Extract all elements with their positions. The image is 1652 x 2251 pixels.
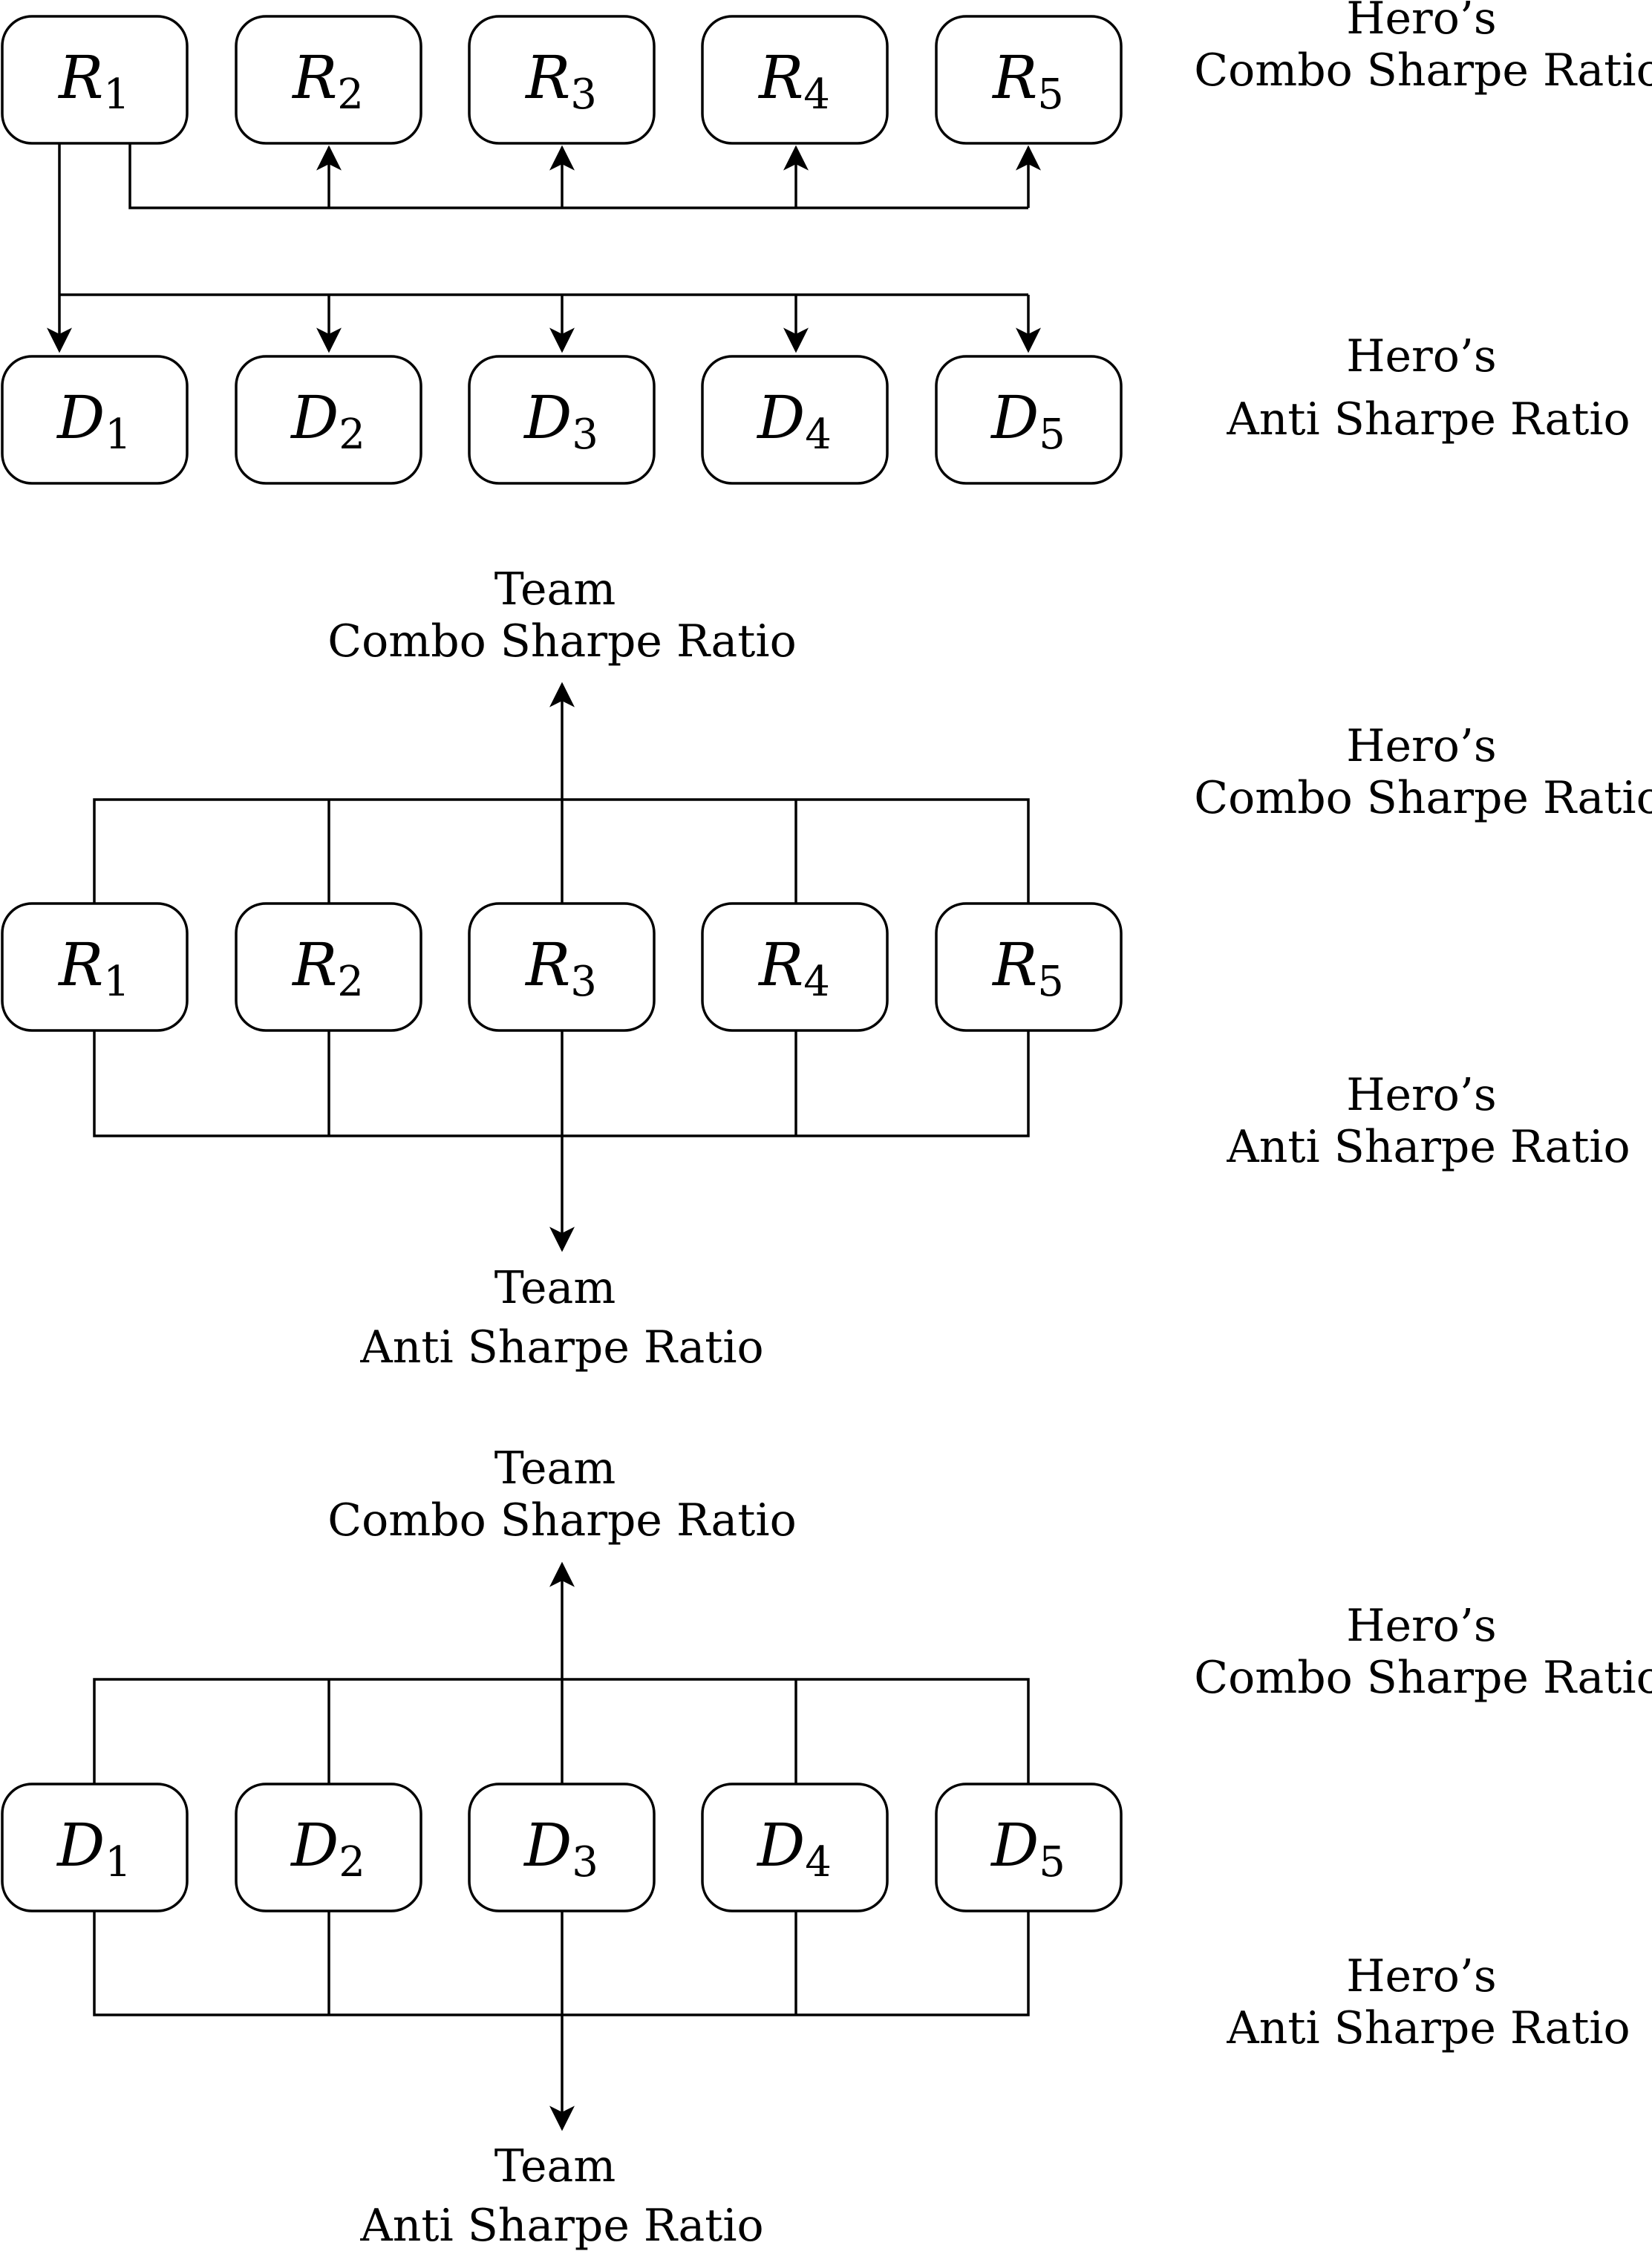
team-combo-label: Team Combo Sharpe Ratio (327, 1443, 796, 1546)
side-label-hero-combo: Hero’s Combo Sharpe Ratio (1194, 720, 1652, 824)
node-label: D2 (290, 383, 365, 459)
node-label: D5 (990, 1811, 1065, 1886)
node-label: R5 (991, 43, 1064, 119)
node-label: R2 (291, 43, 364, 119)
side-label-hero-anti: Hero’s Anti Sharpe Ratio (1226, 1069, 1630, 1173)
node-d2: D2 (235, 1783, 422, 1912)
node-label: R4 (757, 43, 830, 119)
panel-middle: Team Combo Sharpe Ratio Team Anti Sharpe… (1, 563, 1652, 1373)
side-label-hero-combo: Hero’s Combo Sharpe Ratio (1194, 1600, 1652, 1704)
node-r2: R2 (235, 902, 422, 1032)
node-r4: R4 (701, 15, 889, 145)
team-anti-label: Team Anti Sharpe Ratio (359, 1262, 763, 1373)
node-d1: D1 (1, 355, 189, 485)
node-r3: R3 (468, 15, 656, 145)
node-d2: D2 (235, 355, 422, 485)
node-label: D3 (523, 383, 598, 459)
node-d4: D4 (701, 355, 889, 485)
node-d3: D3 (468, 355, 656, 485)
node-r1: R1 (1, 15, 189, 145)
node-label: D5 (990, 383, 1065, 459)
panel-top: R1 R2 R3 R4 R5 D1 (1, 0, 1652, 485)
node-r1: R1 (1, 902, 189, 1032)
node-label: R1 (57, 43, 130, 119)
node-label: R3 (524, 930, 597, 1006)
node-d5: D5 (935, 355, 1123, 485)
node-r4: R4 (701, 902, 889, 1032)
panel-bottom-connectors (93, 1561, 1030, 2131)
side-label-hero-anti: Hero’s Anti Sharpe Ratio (1226, 330, 1630, 445)
node-d5: D5 (935, 1783, 1123, 1912)
node-r5: R5 (935, 902, 1123, 1032)
node-label: R4 (757, 930, 830, 1006)
panel-middle-connectors (93, 682, 1030, 1252)
node-label: D2 (290, 1811, 365, 1886)
side-label-hero-anti: Hero’s Anti Sharpe Ratio (1226, 1950, 1630, 2054)
side-label-hero-combo: Hero’s Combo Sharpe Ratio (1194, 0, 1652, 97)
panel-top-connectors (47, 143, 1041, 353)
node-d1: D1 (1, 1783, 189, 1912)
node-label: R2 (291, 930, 364, 1006)
panel-top-d-row: D1 D2 D3 D4 D5 (1, 355, 1123, 485)
node-label: R1 (57, 930, 130, 1006)
node-d4: D4 (701, 1783, 889, 1912)
panel-top-r-row: R1 R2 R3 R4 R5 (1, 15, 1123, 145)
node-label: D3 (523, 1811, 598, 1886)
node-label: D4 (756, 1811, 832, 1886)
panel-bottom: Team Combo Sharpe Ratio Team Anti Sharpe… (1, 1443, 1652, 2251)
node-label: D1 (56, 383, 131, 459)
node-r2: R2 (235, 15, 422, 145)
panel-bottom-d-row: D1 D2 D3 D4 D5 (1, 1783, 1123, 1912)
node-label: D4 (756, 383, 832, 459)
node-d3: D3 (468, 1783, 656, 1912)
panel-middle-r-row: R1 R2 R3 R4 R5 (1, 902, 1123, 1032)
node-label: R3 (524, 43, 597, 119)
node-r3: R3 (468, 902, 656, 1032)
node-label: D1 (56, 1811, 131, 1886)
team-anti-label: Team Anti Sharpe Ratio (359, 2140, 763, 2251)
team-combo-label: Team Combo Sharpe Ratio (327, 563, 796, 667)
node-label: R5 (991, 930, 1064, 1006)
node-r5: R5 (935, 15, 1123, 145)
connector-r1-to-r-bus (128, 143, 1028, 209)
